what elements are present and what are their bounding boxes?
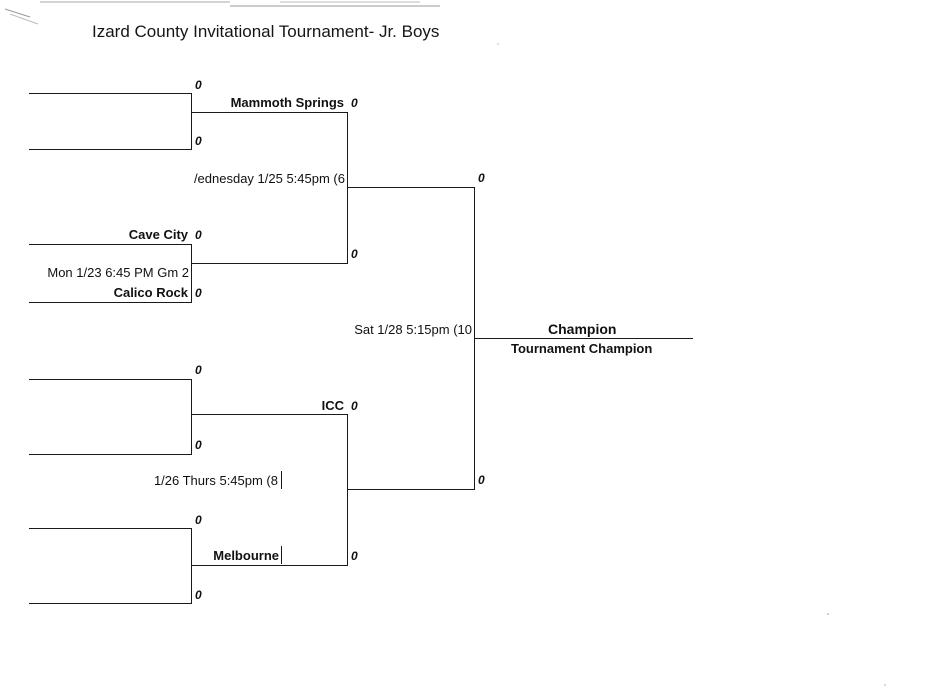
game8-label: 1/26 Thurs 5:45pm (8 (153, 473, 278, 488)
r1-line-1 (29, 93, 192, 94)
game10-label: Sat 1/28 5:15pm (10 (354, 322, 472, 337)
r2-line-3 (192, 414, 348, 415)
r1-connector-c (191, 379, 192, 455)
r2-team-mammoth-springs: Mammoth Springs (230, 95, 344, 110)
semi-line-top (348, 187, 475, 188)
r2-score-2: 0 (351, 247, 358, 261)
r1-score-6: 0 (195, 438, 202, 452)
r2-score-3: 0 (351, 399, 358, 413)
r1-score-1: 0 (195, 78, 202, 92)
semi-line-bottom (348, 489, 475, 490)
page-title: Izard County Invitational Tournament- Jr… (92, 22, 440, 41)
r2-score-4: 0 (351, 549, 358, 563)
r2-connector-bottom (347, 414, 348, 566)
r1-score-7: 0 (195, 513, 202, 527)
r1-score-3: 0 (195, 228, 202, 242)
game6-label: /ednesday 1/25 5:45pm (6 (193, 171, 345, 186)
game2-label: Mon 1/23 6:45 PM Gm 2 (47, 265, 189, 280)
r1-line-7 (29, 528, 192, 529)
r1-connector-d (191, 528, 192, 604)
semi-score-top: 0 (478, 171, 485, 185)
r1-score-2: 0 (195, 134, 202, 148)
r1-score-4: 0 (195, 286, 202, 300)
r1-line-6 (29, 454, 192, 455)
r2-team-melbourne: Melbourne (213, 548, 279, 563)
r1-connector-b (191, 244, 192, 303)
r2-line-4 (192, 565, 348, 566)
r1-connector-a (191, 93, 192, 150)
r1-team-calico-rock: Calico Rock (113, 285, 188, 300)
r2-line-2 (192, 263, 348, 264)
r1-line-5 (29, 379, 192, 380)
r1-score-8: 0 (195, 588, 202, 602)
r1-line-4 (29, 302, 192, 303)
champion-label: Champion (548, 321, 617, 337)
r2-connector-top (347, 112, 348, 264)
r1-line-3 (29, 244, 192, 245)
semi-connector (474, 187, 475, 490)
r2-line-1 (192, 112, 348, 113)
r1-line-8 (29, 603, 192, 604)
semi-score-bottom: 0 (478, 473, 485, 487)
tick-melbourne (281, 546, 282, 564)
champion-subtitle: Tournament Champion (511, 341, 653, 356)
r1-score-5: 0 (195, 363, 202, 377)
r1-line-2 (29, 149, 192, 150)
r2-team-icc: ICC (321, 398, 344, 413)
r2-score-1: 0 (351, 96, 358, 110)
r1-team-cave-city: Cave City (128, 227, 188, 242)
tick-game8 (281, 471, 282, 489)
champion-line (475, 338, 693, 339)
